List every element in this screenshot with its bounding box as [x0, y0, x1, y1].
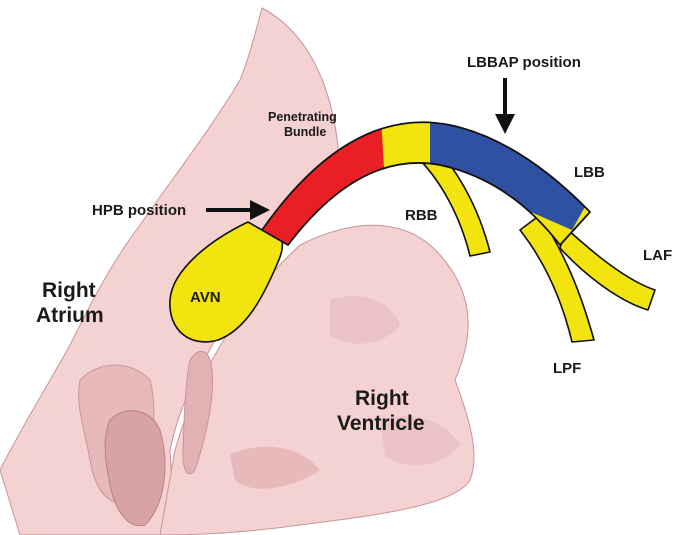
lbb-label: LBB	[574, 164, 605, 181]
tissue-fold-5	[380, 416, 460, 466]
lbb-segment	[430, 122, 590, 230]
tissue-fold-6	[230, 446, 320, 489]
right-atrium-label-line2: Atrium	[36, 304, 104, 327]
hpb-position-label: HPB position	[92, 202, 186, 219]
laf-label: LAF	[643, 247, 672, 264]
lbbap-position-label: LBBAP position	[467, 54, 581, 71]
lpf-label: LPF	[553, 360, 581, 377]
his-yellow-segment	[380, 122, 432, 170]
right-ventricle-label-line1: Right	[355, 387, 409, 410]
hpb-arrow	[206, 200, 270, 220]
avn-label: AVN	[190, 289, 221, 306]
right-atrium-label-line1: Right	[42, 279, 96, 302]
tissue-fold-4	[330, 296, 400, 344]
tissue-fold-3	[182, 350, 214, 475]
heart-tissue	[0, 7, 475, 535]
laf-branch	[559, 227, 656, 311]
av-node	[169, 221, 284, 343]
penetrating-bundle-label-line1: Penetrating	[268, 110, 337, 124]
penetrating-bundle-label-line2: Bundle	[284, 125, 326, 139]
tissue-fold-2	[104, 410, 166, 527]
arch-outline	[261, 121, 591, 246]
lpf-branch	[519, 214, 595, 343]
right-ventricle-label-line2: Ventricle	[337, 412, 425, 435]
lbbap-arrow	[495, 78, 515, 134]
rbb-label: RBB	[405, 207, 438, 224]
